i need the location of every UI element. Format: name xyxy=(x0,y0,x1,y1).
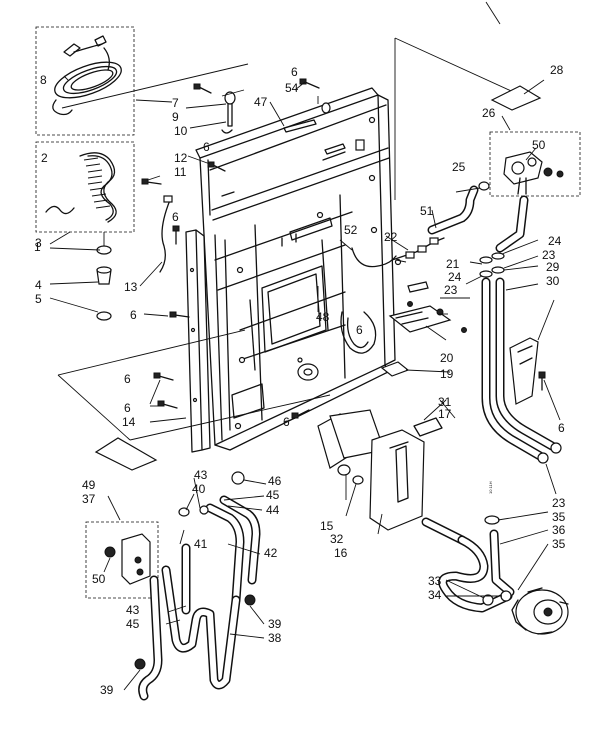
callout-label-c21: 21 xyxy=(446,257,460,271)
callout-label-c40: 40 xyxy=(192,482,206,496)
callout-label-c3: 3 xyxy=(35,236,42,250)
callout-label-c51: 51 xyxy=(420,204,434,218)
side-channel xyxy=(185,229,211,453)
lower-valve-inset xyxy=(85,521,159,599)
callout-label-c6h: 6 xyxy=(356,323,363,337)
callout-label-c8: 8 xyxy=(40,73,47,87)
callout-label-c6c: 6 xyxy=(172,210,179,224)
bar-47 xyxy=(283,119,317,133)
callout-label-c49: 49 xyxy=(82,478,96,492)
callout-label-c19: 19 xyxy=(440,367,454,381)
callout-label-c12: 12 xyxy=(174,151,188,165)
callout-label-c48: 48 xyxy=(316,310,330,324)
callout-label-c52: 52 xyxy=(344,223,358,237)
callout-label-c50b: 50 xyxy=(92,572,106,586)
fill-hose-51 xyxy=(427,181,490,235)
mark-label: 10 11H xyxy=(488,481,493,494)
callout-label-c45b: 45 xyxy=(126,617,140,631)
power-cord-inset xyxy=(35,26,135,136)
callout-label-c2: 2 xyxy=(41,151,48,165)
drain-fittings xyxy=(96,232,112,321)
callout-label-c17: 17 xyxy=(438,407,452,421)
callout-label-c32: 32 xyxy=(330,532,344,546)
callout-label-c28: 28 xyxy=(550,63,564,77)
water-valve-inset xyxy=(489,131,581,197)
callout-label-c6g: 6 xyxy=(283,415,290,429)
callout-label-c6f: 6 xyxy=(124,401,131,415)
callouts: 1234566666666678910111213141516171920212… xyxy=(34,63,566,697)
pump-assembly xyxy=(317,409,467,545)
callout-label-c22: 22 xyxy=(384,230,398,244)
callout-label-c14: 14 xyxy=(122,415,136,429)
callout-label-c6e: 6 xyxy=(124,372,131,386)
callout-label-c24b: 24 xyxy=(448,270,462,284)
callout-label-c5: 5 xyxy=(35,292,42,306)
callout-label-c33: 33 xyxy=(428,574,442,588)
hoses-29-30 xyxy=(479,195,562,464)
pump-motor xyxy=(511,587,569,635)
drain-hose-inset xyxy=(35,141,135,233)
callout-label-c15: 15 xyxy=(320,519,334,533)
callout-label-c45a: 45 xyxy=(266,488,280,502)
bracket-10 xyxy=(221,91,236,134)
callout-label-c38: 38 xyxy=(268,631,282,645)
callout-label-c35b: 35 xyxy=(552,537,566,551)
callout-label-c23b: 23 xyxy=(444,283,458,297)
callout-label-c43a: 43 xyxy=(194,468,208,482)
harness-13-connector xyxy=(163,195,173,203)
screws xyxy=(141,78,546,419)
callout-label-c36: 36 xyxy=(552,523,566,537)
callout-label-c6i: 6 xyxy=(558,421,565,435)
callout-label-c23c: 23 xyxy=(552,496,566,510)
drain-hose-33 xyxy=(438,515,515,613)
callout-label-c34: 34 xyxy=(428,588,442,602)
callout-label-c44: 44 xyxy=(266,503,280,517)
callout-label-c6b: 6 xyxy=(203,140,210,154)
bolt-11 xyxy=(221,191,235,197)
callout-label-c50a: 50 xyxy=(532,138,546,152)
callout-label-c25: 25 xyxy=(452,160,466,174)
callout-label-c16: 16 xyxy=(334,546,348,560)
callout-label-c41: 41 xyxy=(194,537,208,551)
clip-21 xyxy=(407,281,429,293)
callout-label-c6d: 6 xyxy=(130,308,137,322)
callout-label-c54: 54 xyxy=(285,81,299,95)
callout-label-c11: 11 xyxy=(174,165,187,179)
hose-52 xyxy=(351,247,397,268)
corner-mark-line xyxy=(485,1,501,25)
lower-hoses xyxy=(134,495,261,701)
bracket-28 xyxy=(490,85,542,111)
bracket-49 xyxy=(94,437,158,471)
callout-label-c26: 26 xyxy=(482,106,496,120)
rear-panel xyxy=(195,87,396,451)
callout-label-c42: 42 xyxy=(264,546,278,560)
callout-label-c1: 1 xyxy=(34,240,41,254)
callout-label-c39a: 39 xyxy=(268,617,282,631)
callout-label-c35a: 35 xyxy=(552,510,566,524)
callout-label-c37: 37 xyxy=(82,492,96,506)
callout-label-c9: 9 xyxy=(172,110,179,124)
callout-label-c43b: 43 xyxy=(126,603,140,617)
ring-46 xyxy=(231,471,245,485)
callout-label-c30: 30 xyxy=(546,274,560,288)
harness-13 xyxy=(159,199,171,273)
callout-label-c46: 46 xyxy=(268,474,282,488)
bracket-20 xyxy=(388,301,467,333)
connector-22 xyxy=(391,237,445,266)
callout-label-c23a: 23 xyxy=(542,248,556,262)
callout-label-c39b: 39 xyxy=(100,683,114,697)
callout-label-c7: 7 xyxy=(172,96,179,110)
callout-label-c24a: 24 xyxy=(548,234,562,248)
callout-label-c6a: 6 xyxy=(291,65,298,79)
callout-label-c13: 13 xyxy=(124,280,138,294)
callout-label-c4: 4 xyxy=(35,278,42,292)
callout-label-c10: 10 xyxy=(174,124,188,138)
callout-label-c47: 47 xyxy=(254,95,268,109)
callout-label-c20: 20 xyxy=(440,351,454,365)
valve-bracket-30 xyxy=(509,337,539,405)
callout-label-c31: 31 xyxy=(438,395,452,409)
callout-label-c29: 29 xyxy=(546,260,560,274)
